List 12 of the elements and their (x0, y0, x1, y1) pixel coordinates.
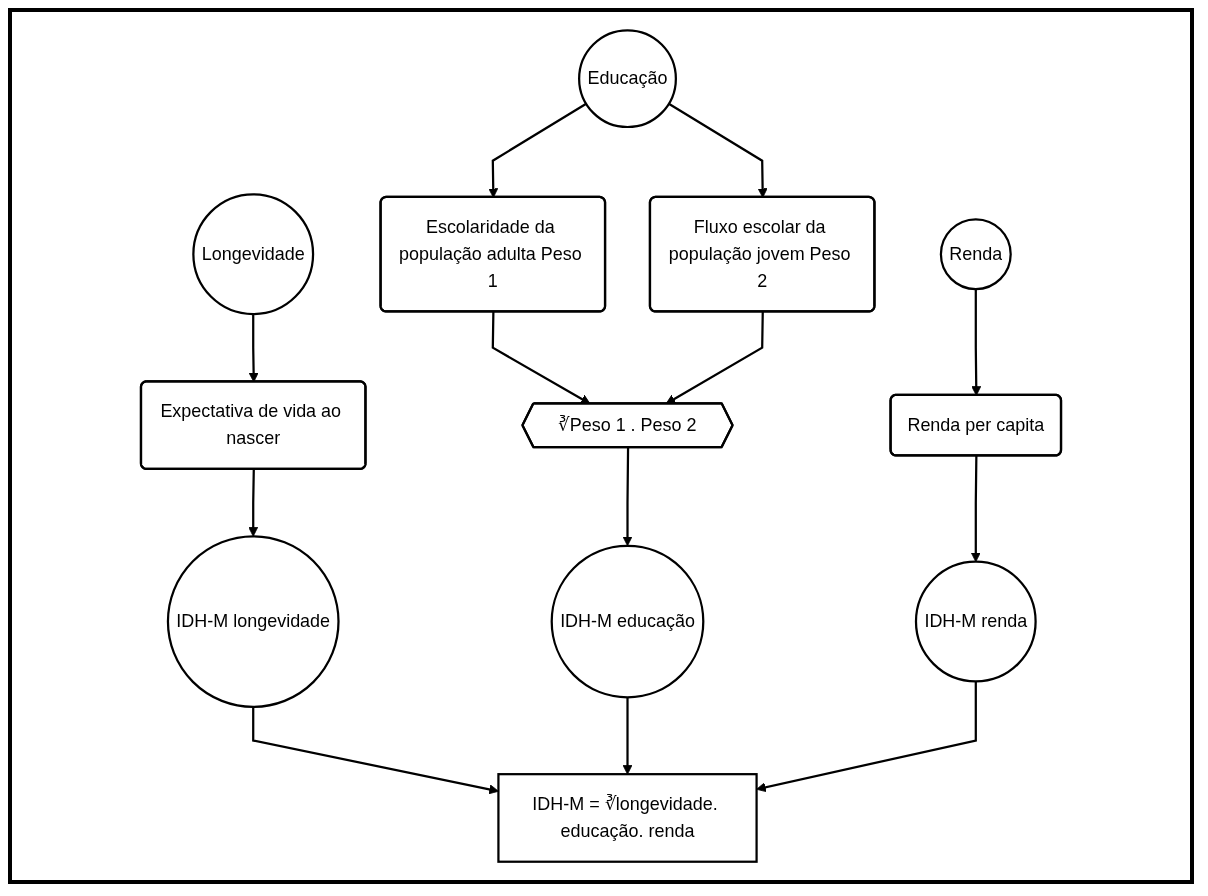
node-circle: Renda (939, 218, 1012, 291)
node-circle: Educação (578, 29, 677, 129)
node-box: IDH-M = ∛longevidade. educação. renda (497, 773, 758, 863)
arrow (756, 681, 977, 793)
arrow (248, 469, 259, 537)
arrow (252, 706, 499, 795)
node-circle: Longevidade (192, 193, 315, 316)
arrow (622, 447, 633, 547)
node-circle: IDH-M educação (550, 544, 705, 699)
arrow (622, 697, 633, 775)
node-circle: IDH-M longevidade (166, 535, 340, 708)
node-circle: IDH-M renda (914, 560, 1037, 683)
